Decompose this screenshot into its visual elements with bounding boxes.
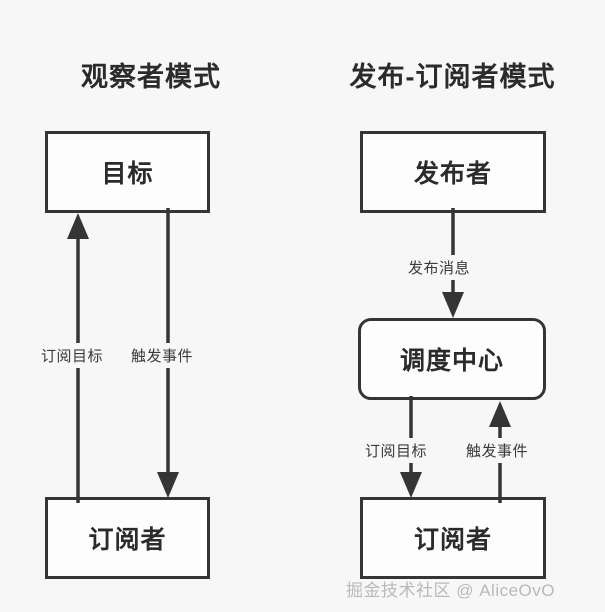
watermark: 掘金技术社区 @ AliceOvO <box>346 581 555 600</box>
panel-title-observer: 观察者模式 <box>81 62 221 92</box>
edge-label-publish-message: 发布消息 <box>405 255 474 280</box>
edge-label-subscribe-target: 订阅目标 <box>38 343 107 368</box>
node-dispatch-center: 调度中心 <box>358 318 546 400</box>
node-subscriber-left: 订阅者 <box>45 497 210 579</box>
connector-trigger-event-2 <box>489 401 511 503</box>
node-subscriber-right: 订阅者 <box>360 497 546 579</box>
edge-label-trigger-event-2: 触发事件 <box>463 438 532 463</box>
edge-label-subscribe-target-2: 订阅目标 <box>362 438 431 463</box>
connector-publish-message <box>442 208 464 318</box>
panel-title-pubsub: 发布-订阅者模式 <box>349 62 556 92</box>
connector-subscribe-target <box>67 213 89 503</box>
node-publisher: 发布者 <box>360 131 546 213</box>
edge-label-trigger-event: 触发事件 <box>128 343 197 368</box>
node-target: 目标 <box>45 131 210 213</box>
connector-trigger-event <box>157 208 179 498</box>
